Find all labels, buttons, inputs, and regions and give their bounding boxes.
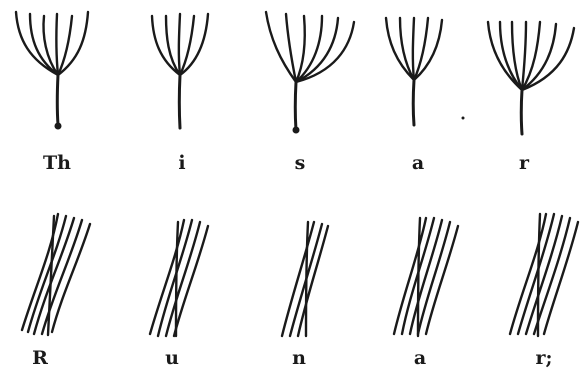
twist-figure-r xyxy=(22,214,90,335)
fan-figure-r xyxy=(488,22,574,134)
label-r: r xyxy=(519,152,529,174)
fan-figure-a xyxy=(386,18,442,125)
label-n: n xyxy=(292,347,306,369)
label-s: s xyxy=(295,152,306,174)
label-u: u xyxy=(165,347,179,369)
twist-figure-r-semicolon xyxy=(510,214,578,336)
label-i: i xyxy=(178,152,185,174)
label-a: a xyxy=(412,152,424,174)
label-r-semicolon: r; xyxy=(535,347,552,369)
label-a-2: a xyxy=(414,347,426,369)
twist-figure-a xyxy=(394,218,458,336)
fan-figure-th xyxy=(16,12,88,130)
label-r-upper: R xyxy=(32,347,48,369)
stray-dot xyxy=(462,117,465,120)
twist-figure-n xyxy=(282,222,328,336)
twist-figure-u xyxy=(150,220,208,336)
fan-figure-i xyxy=(152,14,208,128)
fan-figure-s xyxy=(266,12,354,134)
label-th: Th xyxy=(43,152,71,174)
